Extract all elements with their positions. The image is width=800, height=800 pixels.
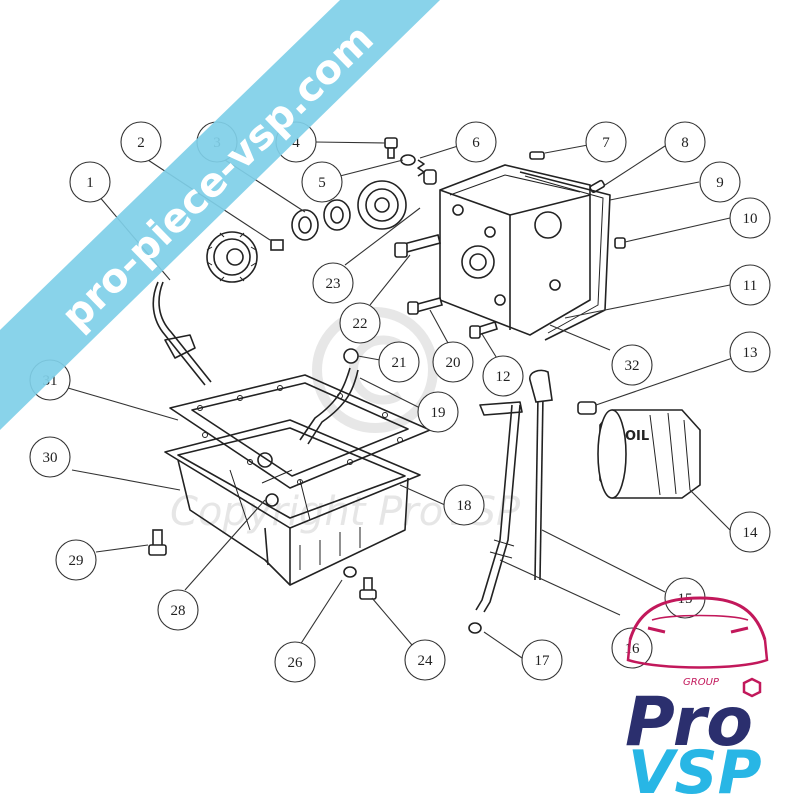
part-29-bolt [148, 529, 167, 556]
part-6-spring [417, 159, 437, 185]
svg-text:2: 2 [137, 135, 145, 151]
svg-text:4: 4 [292, 135, 300, 151]
svg-text:13: 13 [743, 345, 758, 361]
callout-23: 23 [312, 262, 354, 304]
svg-text:22: 22 [353, 316, 368, 332]
svg-text:9: 9 [716, 175, 724, 191]
part-3-seal [291, 199, 351, 241]
part-14-oil-filter: OIL [597, 409, 701, 499]
part-4-screw [384, 137, 398, 159]
svg-text:7: 7 [602, 135, 610, 151]
callout-30: 30 [29, 436, 71, 478]
callout-5: 5 [301, 161, 343, 203]
callout-18: 18 [443, 484, 485, 526]
svg-text:21: 21 [392, 355, 407, 371]
svg-text:6: 6 [472, 135, 480, 151]
callout-19: 19 [417, 391, 459, 433]
part-15-dipstick [529, 369, 553, 581]
svg-text:19: 19 [431, 405, 446, 421]
callout-2: 2 [120, 121, 162, 163]
callout-32: 32 [611, 344, 653, 386]
svg-text:OIL: OIL [625, 429, 649, 444]
callout-21: 21 [378, 341, 420, 383]
part-30-oil-pan [164, 419, 421, 586]
svg-text:8: 8 [681, 135, 689, 151]
svg-text:32: 32 [625, 358, 640, 374]
part-17-oring [468, 622, 482, 634]
callout-12: 12 [482, 355, 524, 397]
part-1-oil-pickup [152, 281, 212, 386]
car-outline-icon [628, 596, 767, 641]
svg-text:29: 29 [69, 553, 84, 569]
part-19-pickup-pipe [299, 367, 359, 445]
callout-14: 14 [729, 511, 771, 553]
svg-text:23: 23 [326, 276, 341, 292]
callout-24: 24 [404, 639, 446, 681]
callout-17: 17 [521, 639, 563, 681]
part-21-nut [343, 348, 359, 364]
logo-pro-text: Pro [625, 683, 753, 762]
callout-29: 29 [55, 539, 97, 581]
svg-text:14: 14 [743, 525, 759, 541]
svg-text:1: 1 [86, 175, 94, 191]
svg-text:24: 24 [418, 653, 434, 669]
part-16-dipstick-tube [475, 401, 523, 613]
part-20-bolt [407, 297, 443, 315]
part-gasket [519, 171, 611, 341]
part-23-pump-gear [357, 180, 407, 230]
svg-text:26: 26 [288, 655, 304, 671]
callout-10: 10 [729, 197, 771, 239]
part-12-bolt [469, 320, 498, 339]
svg-text:18: 18 [457, 498, 472, 514]
part-24-drain-plug [359, 577, 377, 600]
svg-text:5: 5 [318, 175, 326, 191]
svg-text:11: 11 [743, 278, 757, 294]
svg-text:20: 20 [446, 355, 461, 371]
svg-text:30: 30 [43, 450, 58, 466]
part-key [270, 239, 284, 251]
callout-11: 11 [729, 264, 771, 306]
logo-group-text: GROUP [683, 677, 720, 688]
svg-text:16: 16 [625, 641, 641, 657]
part-housing [439, 164, 591, 336]
part-10-bolt [614, 237, 626, 249]
part-28 [261, 469, 293, 484]
part-7-pin [529, 151, 545, 160]
callout-9: 9 [699, 161, 741, 203]
part-22-bolt [394, 234, 441, 258]
svg-text:12: 12 [496, 369, 511, 385]
part-5-washer [400, 154, 416, 166]
callout-22: 22 [339, 302, 381, 344]
logo-vsp-text: VSP [628, 738, 762, 800]
callout-1: 1 [69, 161, 111, 203]
part-13-nipple [577, 401, 597, 415]
callout-8: 8 [664, 121, 706, 163]
callout-26: 26 [274, 641, 316, 683]
part-26-washer [343, 566, 357, 578]
callout-13: 13 [729, 331, 771, 373]
callout-6: 6 [455, 121, 497, 163]
svg-text:28: 28 [171, 603, 186, 619]
svg-text:10: 10 [743, 211, 758, 227]
callout-28: 28 [157, 589, 199, 631]
part-2-timing-gear [206, 231, 258, 283]
callout-20: 20 [432, 341, 474, 383]
svg-text:17: 17 [535, 653, 551, 669]
callout-7: 7 [585, 121, 627, 163]
hex-icon [742, 677, 762, 698]
provsp-logo: GROUP Pro VSP [625, 596, 769, 800]
